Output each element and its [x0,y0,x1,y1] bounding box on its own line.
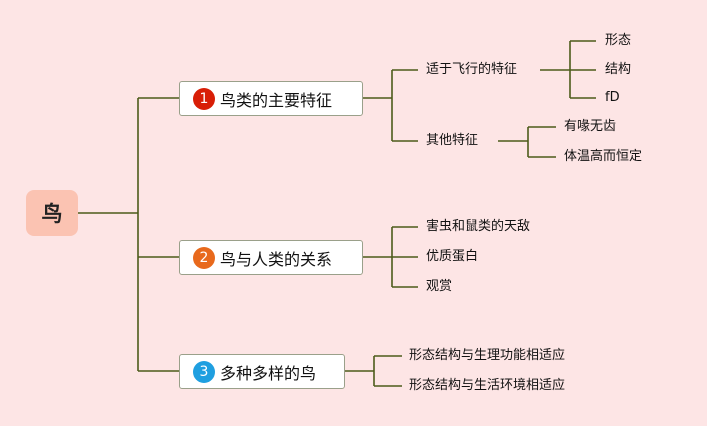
leaf-shape[interactable]: 形态 [605,33,632,48]
leaf-other-features[interactable]: 其他特征 [426,133,479,148]
branch-3-label: 多种多样的鸟 [220,363,317,383]
leaf-ornamental[interactable]: 观赏 [426,279,453,294]
leaf-flight-features[interactable]: 适于飞行的特征 [426,62,518,77]
leaf-structure-physiology[interactable]: 形态结构与生理功能相适应 [409,348,566,363]
branch-3-node[interactable]: 3 多种多样的鸟 [179,354,345,389]
leaf-quality-protein[interactable]: 优质蛋白 [426,249,479,264]
leaf-constant-body-temperature[interactable]: 体温高而恒定 [564,149,643,164]
branch-1-node[interactable]: 1 鸟类的主要特征 [179,81,363,116]
leaf-pest-enemy[interactable]: 害虫和鼠类的天敌 [426,219,531,234]
branch-1-number-badge: 1 [193,87,215,110]
leaf-structure-environment[interactable]: 形态结构与生活环境相适应 [409,378,566,393]
root-label: 鸟 [41,202,63,226]
leaf-structure[interactable]: 结构 [605,62,632,77]
branch-2-label: 鸟与人类的关系 [220,249,333,269]
root-node[interactable]: 鸟 [26,190,78,236]
branch-3-number-badge: 3 [193,360,215,383]
branch-2-node[interactable]: 2 鸟与人类的关系 [179,240,363,275]
leaf-beak-no-teeth[interactable]: 有喙无齿 [564,119,617,134]
leaf-fd[interactable]: fD [605,90,620,105]
branch-2-number-badge: 2 [193,246,215,269]
branch-1-label: 鸟类的主要特征 [220,90,333,110]
